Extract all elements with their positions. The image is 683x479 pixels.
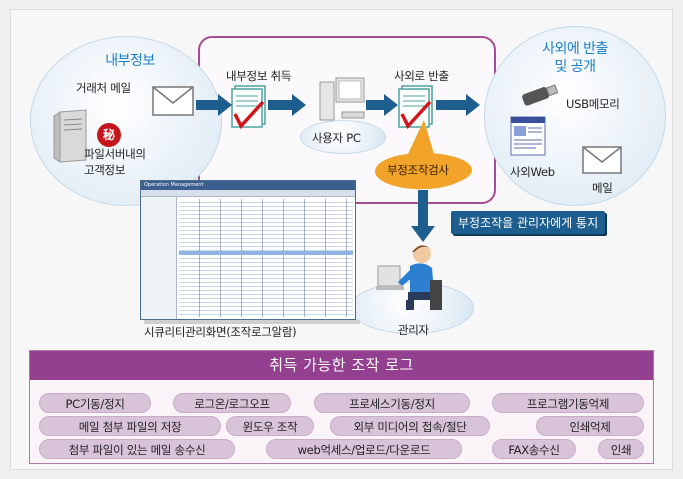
screen-shadow bbox=[144, 320, 360, 324]
web-page-icon bbox=[510, 116, 546, 156]
admin-label: 관리자 bbox=[398, 323, 429, 337]
envelope-icon bbox=[582, 146, 622, 174]
usb-label: USB메모리 bbox=[566, 97, 620, 111]
file-server-icon bbox=[53, 109, 87, 163]
acquire-label: 내부정보 취득 bbox=[226, 69, 292, 83]
external-web-label: 사외Web bbox=[510, 165, 555, 179]
file-server-label-line2: 고객정보 bbox=[84, 163, 126, 177]
log-panel-title: 취득 가능한 조작 로그 bbox=[30, 351, 653, 380]
external-export-label: 사외로 반출 bbox=[394, 69, 449, 83]
usb-icon bbox=[522, 84, 559, 106]
security-screen: Operation Management bbox=[140, 180, 356, 320]
security-screen-caption: 시큐리티관리화면(조작로그알람) bbox=[144, 325, 297, 339]
secret-stamp-icon: 秘 bbox=[97, 123, 121, 147]
desktop-pc-icon bbox=[319, 77, 365, 121]
external-title-line1: 사외에 반출 bbox=[542, 41, 608, 57]
screen-sidebar bbox=[141, 197, 177, 319]
log-item: web억세스/업로드/다운로드 bbox=[266, 439, 462, 459]
envelope-icon bbox=[152, 86, 194, 116]
log-item: 프로그램기동억제 bbox=[492, 393, 644, 413]
checked-document-icon bbox=[231, 85, 266, 130]
log-panel: 취득 가능한 조작 로그 PC기동/정지 로그온/로그오프 프로세스기동/정지 … bbox=[29, 350, 654, 464]
log-item: 프로세스기동/정지 bbox=[314, 393, 470, 413]
speech-bubble-shape bbox=[375, 120, 472, 190]
external-circle bbox=[484, 26, 666, 206]
mail-label: 메일 bbox=[592, 181, 613, 195]
fraud-check-label: 부정조작검사 bbox=[387, 163, 449, 177]
log-item: 윈도우 조작 bbox=[226, 416, 314, 436]
log-item: 외부 미디어의 접속/절단 bbox=[330, 416, 490, 436]
screen-highlight-row bbox=[179, 251, 353, 255]
internal-info-title: 내부정보 bbox=[105, 53, 155, 69]
log-item: 인쇄 bbox=[598, 439, 644, 459]
arrow-right-icon bbox=[366, 94, 398, 116]
log-item: 로그온/로그오프 bbox=[173, 393, 291, 413]
arrow-down-icon bbox=[411, 190, 435, 242]
external-title-line2: 및 공개 bbox=[554, 59, 596, 75]
log-item: PC기동/정지 bbox=[39, 393, 151, 413]
arrow-right-icon bbox=[196, 94, 232, 116]
log-item: 인쇄억제 bbox=[536, 416, 644, 436]
file-server-label-line1: 파일서버내의 bbox=[84, 147, 146, 161]
log-item: FAX송수신 bbox=[492, 439, 576, 459]
admin-person-icon bbox=[376, 245, 442, 310]
secret-stamp-text: 秘 bbox=[102, 128, 115, 142]
arrow-right-icon bbox=[436, 94, 480, 116]
log-item: 첨부 파일이 있는 메일 송수신 bbox=[39, 439, 235, 459]
screen-titlebar: Operation Management bbox=[141, 181, 355, 190]
screen-title: Operation Management bbox=[144, 182, 204, 188]
screen-table bbox=[179, 199, 353, 317]
user-pc-ellipse bbox=[300, 120, 386, 154]
screen-toolbar bbox=[141, 190, 355, 197]
log-item: 메일 첨부 파일의 저장 bbox=[39, 416, 221, 436]
user-pc-label: 사용자 PC bbox=[312, 131, 361, 145]
notify-admin-label: 부정조작을 관리자에게 통지 bbox=[451, 211, 606, 234]
arrow-right-icon bbox=[268, 94, 306, 116]
client-mail-label: 거래처 메일 bbox=[76, 81, 131, 95]
